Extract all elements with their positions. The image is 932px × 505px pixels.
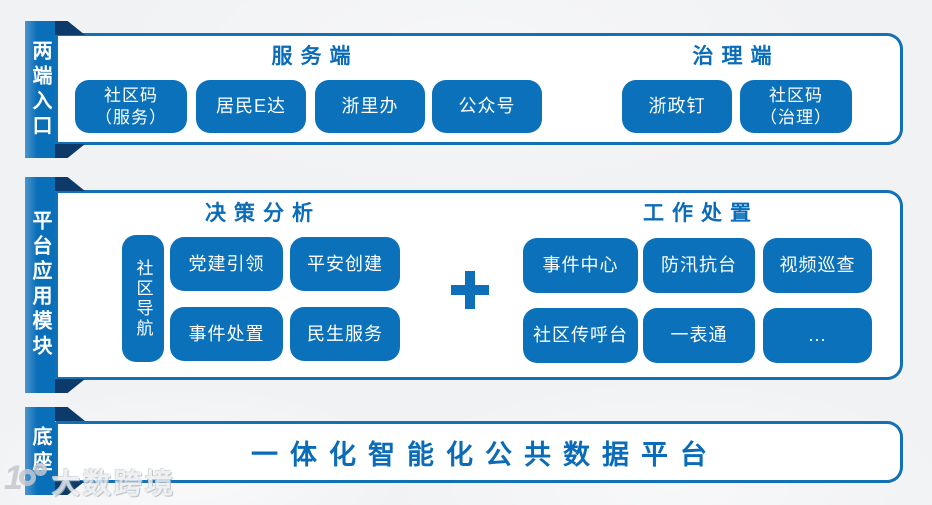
node-video-patrol: 视频巡查 <box>763 238 872 293</box>
ribbon-entry: 两端入口 <box>25 21 55 158</box>
decision-analysis-title: 决策分析 <box>205 202 321 225</box>
node-safety-creation: 平安创建 <box>290 237 400 291</box>
ribbon-platform: 平台应用模块 <box>25 177 55 393</box>
node-one-form: 一表通 <box>643 308 755 363</box>
ribbon-platform-fold-bottom-icon <box>55 379 85 393</box>
ribbon-entry-fold-top-icon <box>55 21 85 35</box>
node-zhezhengding: 浙政钉 <box>622 80 732 133</box>
work-disposal-title: 工作处置 <box>643 202 759 225</box>
base-panel: 一体化智能化公共数据平台 <box>55 421 903 483</box>
node-event-center: 事件中心 <box>523 238 638 293</box>
node-incident-handling: 事件处置 <box>170 307 283 361</box>
service-side-title: 服务端 <box>271 45 359 68</box>
ribbon-entry-label: 两端入口 <box>29 39 51 140</box>
node-resident-eda: 居民E达 <box>196 80 306 133</box>
ribbon-platform-label: 平台应用模块 <box>29 210 51 360</box>
node-ellipsis: ... <box>763 308 872 363</box>
node-community-code-governance: 社区码 （治理） <box>740 80 852 133</box>
watermark-logo-icon: 1 <box>4 459 48 498</box>
node-public-account: 公众号 <box>432 80 542 133</box>
node-party-building: 党建引领 <box>170 237 283 291</box>
watermark-text: 大数跨境 <box>52 468 177 499</box>
base-platform-title: 一体化智能化公共数据平台 <box>251 439 719 470</box>
plus-connector-icon <box>451 271 489 309</box>
node-community-navigation: 社区导航 <box>122 235 164 362</box>
node-flood-typhoon: 防汛抗台 <box>643 238 755 293</box>
governance-side-title: 治理端 <box>692 45 780 68</box>
node-community-code-service: 社区码 （服务） <box>75 80 187 133</box>
ribbon-entry-fold-bottom-icon <box>55 144 85 158</box>
ribbon-base-label: 底座 <box>29 426 51 476</box>
node-community-paging: 社区传呼台 <box>523 308 638 363</box>
entry-panel: 服务端 治理端 社区码 （服务） 居民E达 浙里办 公众号 浙政钉 社区码 （治… <box>55 33 903 145</box>
node-zheliban: 浙里办 <box>315 80 425 133</box>
watermark: 1 大数跨境 <box>4 459 177 499</box>
platform-panel: 决策分析 工作处置 社区导航 党建引领 平安创建 事件处置 民生服务 事件中心 … <box>55 190 903 380</box>
ribbon-platform-fold-top-icon <box>55 177 85 191</box>
node-livelihood-services: 民生服务 <box>290 307 400 361</box>
ribbon-base-fold-top-icon <box>55 407 85 421</box>
